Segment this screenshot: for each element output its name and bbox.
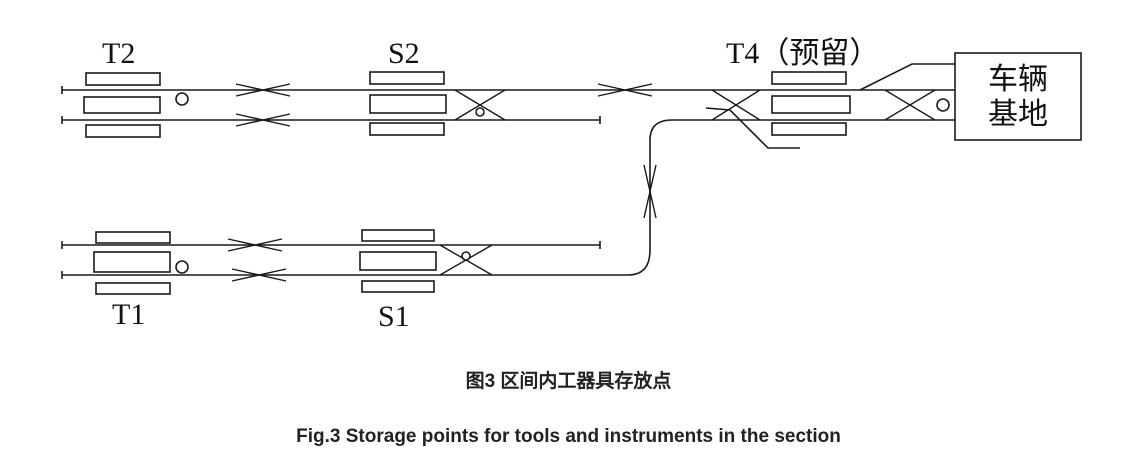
S1-platform-middle bbox=[359, 251, 437, 271]
label-T1: T1 bbox=[112, 298, 145, 331]
station-S1 bbox=[359, 229, 493, 293]
crossover-marks-lower-left bbox=[227, 238, 287, 282]
caption-english: Fig.3 Storage points for tools and instr… bbox=[296, 426, 841, 447]
T2-platform-bottom bbox=[85, 124, 161, 138]
T4-right-crossover bbox=[884, 89, 936, 121]
station-S2 bbox=[369, 71, 506, 136]
x-mark bbox=[597, 83, 653, 97]
vehicle-depot: 车辆 基地 bbox=[954, 52, 1082, 141]
T1-platform-bottom bbox=[95, 282, 171, 295]
station-T2 bbox=[83, 72, 189, 138]
T4-depot-connector bbox=[859, 63, 955, 91]
T2-platform-middle bbox=[83, 96, 161, 114]
T1-storage-point bbox=[175, 260, 189, 274]
T2-platform-top bbox=[85, 72, 161, 86]
T4-platform-middle bbox=[771, 95, 851, 114]
x-mark bbox=[235, 83, 291, 97]
vertical-x-mark bbox=[643, 164, 657, 219]
T4-platform-top bbox=[771, 71, 847, 85]
S1-storage-point bbox=[461, 251, 471, 261]
S1-platform-bottom bbox=[361, 280, 435, 293]
T2-storage-point bbox=[175, 92, 189, 106]
S2-storage-point bbox=[475, 107, 485, 117]
x-mark bbox=[231, 268, 287, 282]
upper-tracks bbox=[61, 86, 955, 124]
T4-storage-point bbox=[936, 98, 950, 112]
T1-platform-middle bbox=[93, 251, 171, 273]
depot-box bbox=[954, 52, 1082, 141]
x-mark bbox=[227, 238, 283, 252]
S2-scissors-crossover bbox=[454, 89, 506, 121]
crossover-marks-upper-left bbox=[235, 83, 291, 127]
station-T1 bbox=[93, 231, 189, 295]
station-T4 bbox=[705, 63, 955, 149]
S2-platform-bottom bbox=[369, 122, 445, 136]
label-T2: T2 bbox=[102, 37, 135, 70]
T4-spur-line bbox=[705, 107, 800, 149]
T1-platform-top bbox=[95, 231, 171, 244]
label-S1: S1 bbox=[378, 300, 410, 333]
S2-platform-top bbox=[369, 71, 445, 85]
S1-platform-top bbox=[361, 229, 435, 242]
label-T4: T4（预留） bbox=[726, 37, 879, 70]
S2-platform-middle bbox=[369, 94, 447, 114]
T4-platform-bottom bbox=[771, 122, 847, 136]
depot-label-line2: 基地 bbox=[988, 97, 1048, 132]
x-mark bbox=[235, 113, 291, 127]
T4-left-crossover bbox=[711, 89, 761, 121]
depot-label-line1: 车辆 bbox=[988, 62, 1048, 97]
lower-tracks bbox=[61, 241, 601, 279]
caption-chinese: 图3 区间内工器具存放点 bbox=[465, 371, 672, 392]
label-S2: S2 bbox=[388, 37, 420, 70]
connecting-line bbox=[600, 119, 955, 276]
